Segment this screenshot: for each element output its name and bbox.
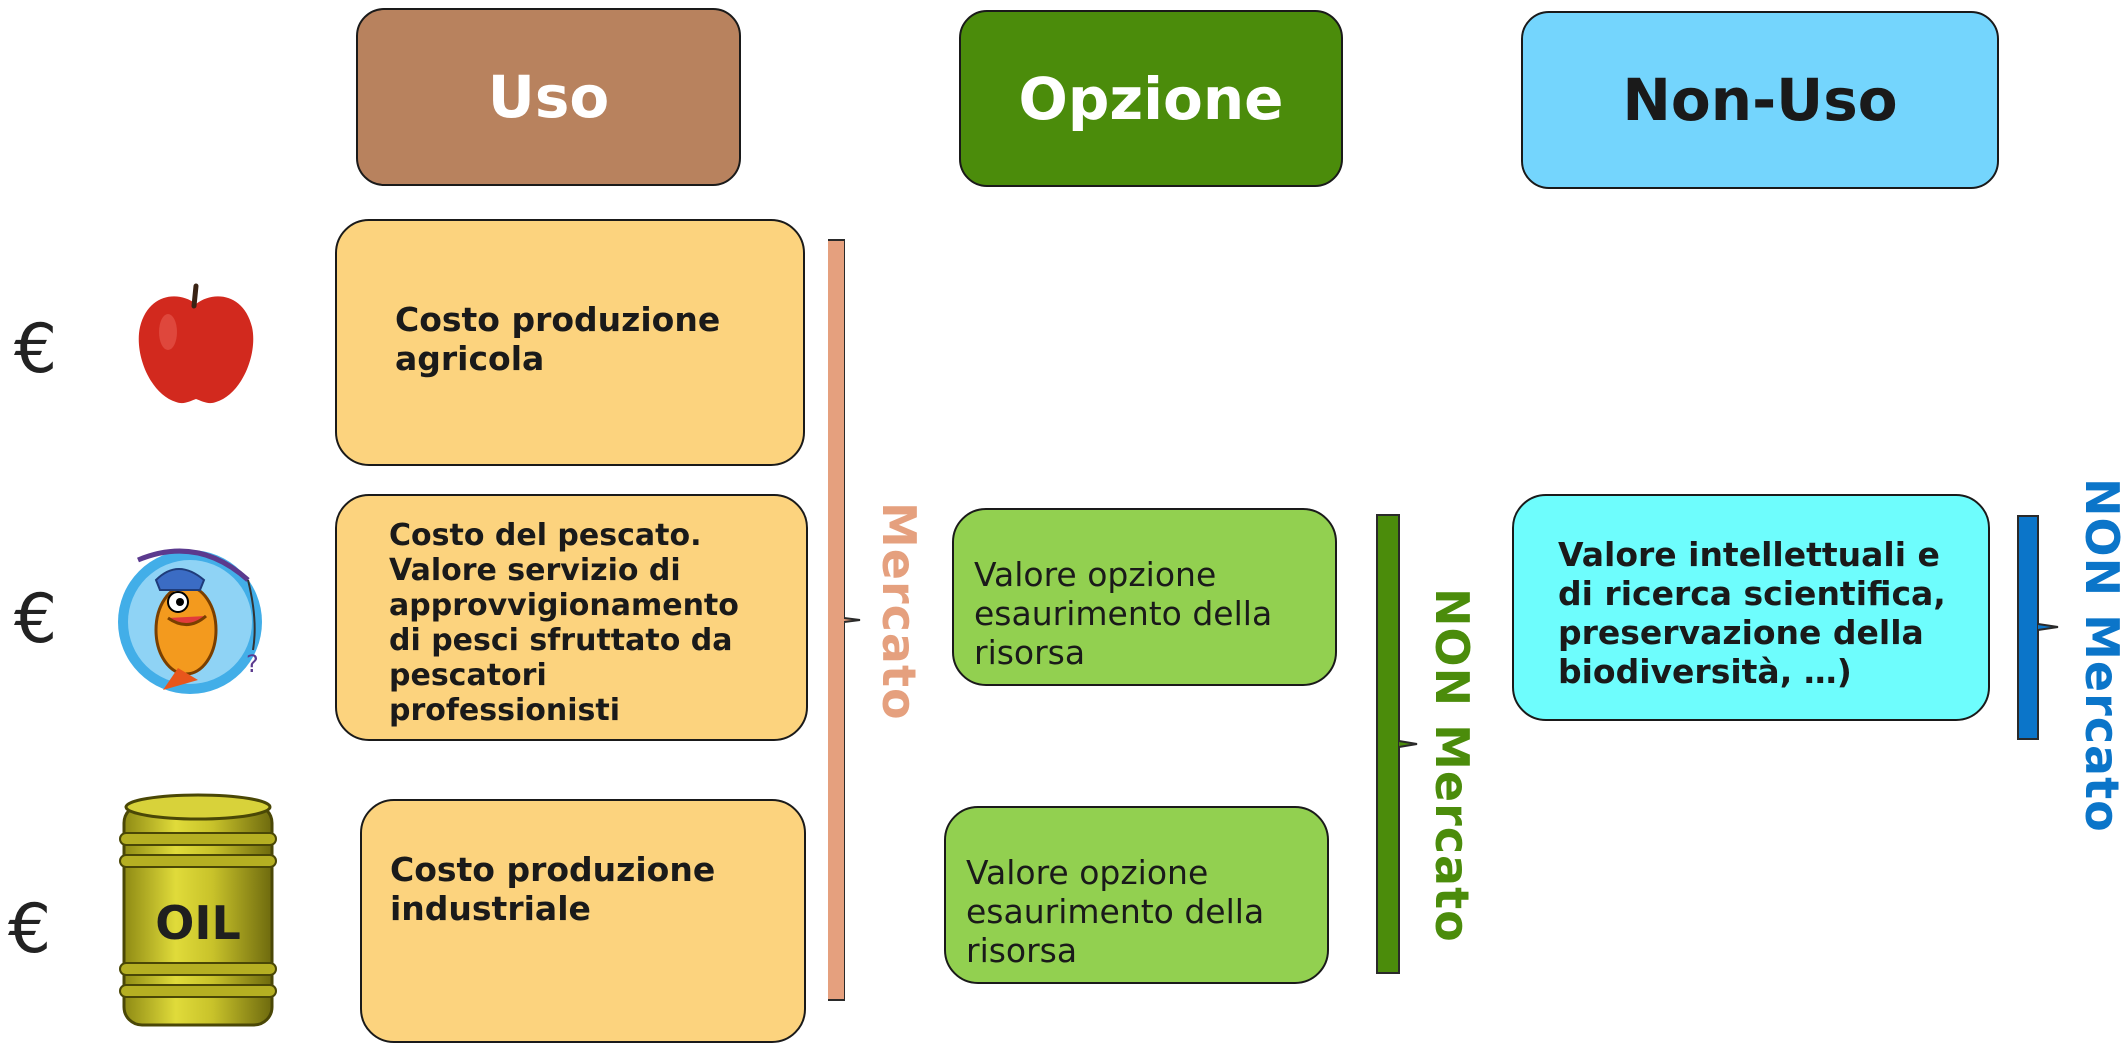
non-mercato-label-opzione: NON Mercato — [1425, 588, 1479, 943]
non-uso-box: Valore intellettuali e di ricerca scient… — [1512, 494, 1990, 721]
non-mercato-label-non-uso: NON Mercato — [2075, 478, 2126, 833]
uso-box-industriale: Costo produzione industriale — [360, 799, 806, 1043]
opzione-box-2: Valore opzione esaurimento della risorsa — [944, 806, 1329, 984]
header-opzione: Opzione — [959, 10, 1343, 187]
uso-box-pescato: Costo del pescato. Valore servizio di ap… — [335, 494, 808, 741]
euro-sign-2: € — [14, 580, 58, 659]
opzione-box-1: Valore opzione esaurimento della risorsa — [952, 508, 1337, 686]
oil-barrel-label: OIL — [155, 896, 241, 950]
oil-barrel-icon: OIL — [119, 793, 277, 1027]
euro-sign-3: € — [8, 890, 52, 969]
svg-text:?: ? — [246, 650, 259, 678]
fish-fisherman-icon: ? — [118, 548, 262, 694]
euro-sign-1: € — [14, 310, 58, 389]
apple-icon — [138, 283, 254, 404]
uso-box-agricola: Costo produzione agricola — [335, 219, 805, 466]
mercato-label: Mercato — [872, 502, 926, 721]
header-uso: Uso — [356, 8, 741, 186]
non-mercato-bracket-non-uso — [2017, 515, 2059, 740]
header-non-uso: Non-Uso — [1521, 11, 1999, 189]
non-mercato-bracket-opzione — [1376, 514, 1418, 974]
mercato-bracket — [828, 239, 861, 1001]
